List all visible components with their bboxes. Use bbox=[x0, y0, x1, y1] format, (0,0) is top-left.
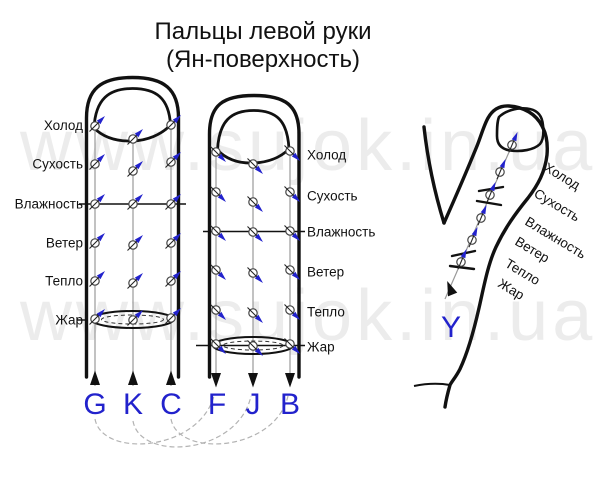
flow-direction-arrow bbox=[285, 373, 295, 388]
left-finger: Холод Сухость Влажность Ветер Тепло Жар … bbox=[15, 75, 186, 421]
meridian-connection-arcs bbox=[94, 395, 289, 448]
energy-label: Влажность bbox=[307, 225, 375, 240]
energy-label: Жар bbox=[307, 340, 335, 355]
middle-finger: Холод Сухость Влажность Ветер Тепло Жар … bbox=[196, 93, 375, 421]
meridian-connection-arc bbox=[132, 395, 252, 448]
meridian-letter-k: K bbox=[123, 388, 143, 421]
meridian-letter-f: F bbox=[208, 388, 226, 421]
flow-direction-arrow bbox=[248, 373, 258, 388]
meridian-connection-arc bbox=[94, 395, 215, 445]
meridian-letter-c: C bbox=[160, 388, 182, 421]
flow-direction-arrow bbox=[211, 373, 221, 388]
nail-outline bbox=[92, 87, 172, 130]
meridian-letter-y: Y bbox=[441, 311, 461, 344]
flow-direction-arrow bbox=[128, 370, 138, 385]
energy-label: Сухость bbox=[307, 189, 358, 204]
nail-outline bbox=[216, 109, 291, 152]
meridian-letter-j: J bbox=[246, 388, 261, 421]
meridian-letter-b: B bbox=[280, 388, 300, 421]
energy-label: Ветер bbox=[46, 236, 83, 251]
joint-crease bbox=[475, 199, 503, 207]
finger-outline bbox=[207, 93, 301, 379]
energy-label: Влажность bbox=[15, 197, 83, 212]
meridian-connection-arc bbox=[170, 395, 289, 445]
flow-direction-arrow bbox=[90, 370, 100, 385]
wrist-crease bbox=[413, 382, 451, 387]
joint-crease bbox=[448, 264, 476, 271]
energy-label: Тепло bbox=[307, 305, 345, 320]
web-outline bbox=[422, 125, 446, 225]
page-title-line2: (Ян-поверхность) bbox=[166, 46, 360, 73]
energy-label: Холод bbox=[44, 118, 83, 133]
energy-label: Сухость bbox=[32, 157, 83, 172]
nail-outline bbox=[495, 107, 545, 153]
energy-label: Тепло bbox=[45, 274, 83, 289]
energy-label: Ветер bbox=[307, 265, 344, 280]
flow-direction-arrow bbox=[166, 370, 176, 385]
meridian-letter-g: G bbox=[83, 388, 106, 421]
thumb-outline bbox=[442, 104, 549, 409]
energy-label: Холод bbox=[307, 148, 346, 163]
energy-label: Жар bbox=[55, 313, 83, 328]
finger-outline bbox=[84, 75, 181, 379]
page-title-line1: Пальцы левой руки bbox=[154, 18, 371, 45]
